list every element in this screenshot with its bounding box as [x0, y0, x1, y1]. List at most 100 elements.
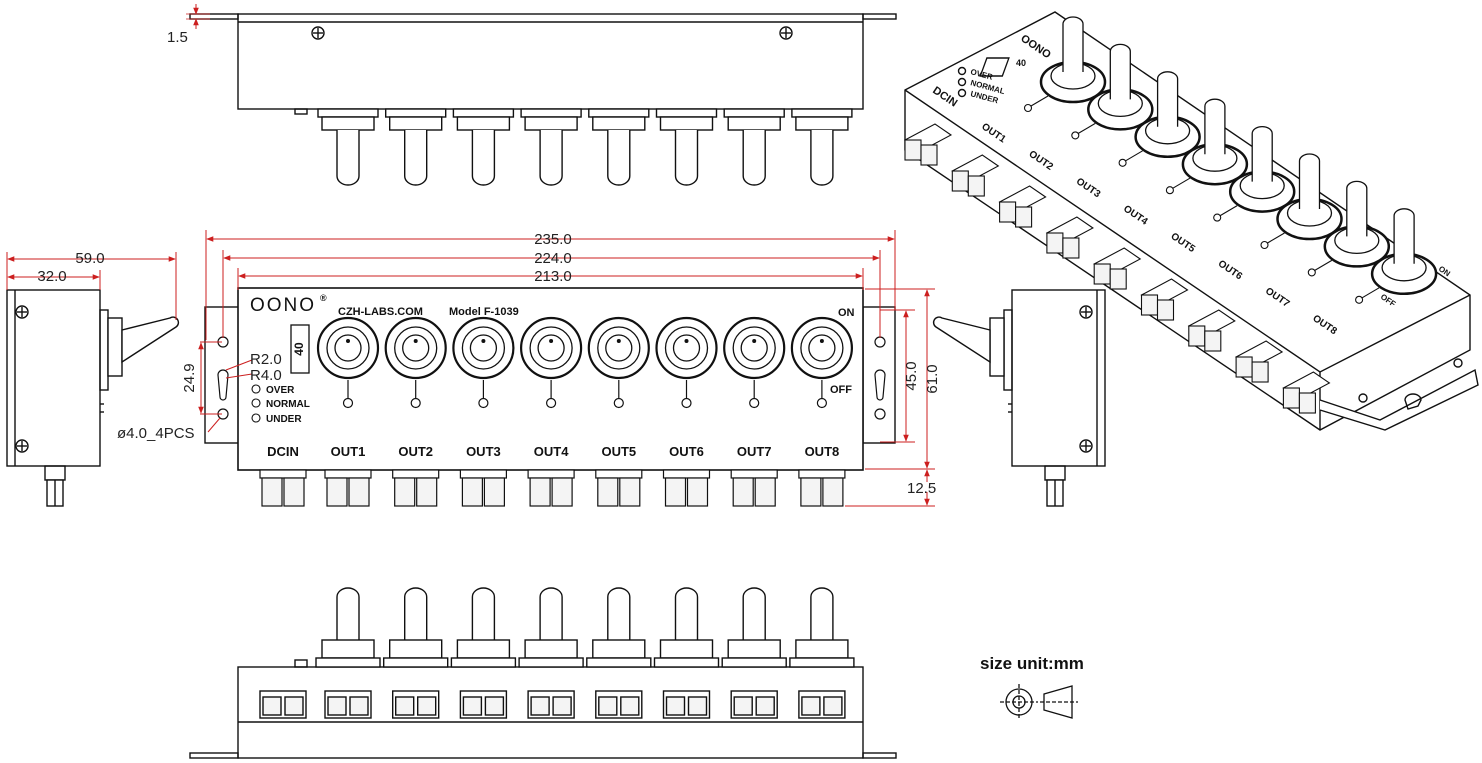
side-toggle-lever — [121, 316, 180, 364]
iso-toggle-lever-icon — [1109, 43, 1131, 100]
bottom-toggle-switch — [315, 587, 381, 668]
bottom-connector — [259, 690, 307, 719]
output-label: OUT3 — [466, 444, 501, 459]
iso-connector-row — [903, 123, 1331, 414]
connector-pole — [754, 477, 776, 507]
connector-housing — [798, 469, 846, 479]
toggle-boot — [389, 116, 443, 131]
breaker-body — [290, 324, 310, 374]
slot-radius-small-value: R2.0 — [250, 351, 282, 368]
slot-radius-large-value: R4.0 — [250, 367, 282, 384]
led-icon — [251, 413, 261, 423]
switch-lever-icon — [537, 334, 565, 362]
iso-connector-pole — [1282, 387, 1300, 409]
toggle-lever-icon — [742, 587, 766, 640]
connector-housing — [527, 469, 575, 479]
switch-tip — [684, 339, 689, 343]
iso-connector-pole — [967, 175, 985, 197]
anderson-connector — [730, 469, 778, 507]
connector-pole — [416, 477, 438, 507]
iso-connector — [951, 154, 1000, 197]
led-icon — [410, 397, 421, 409]
iso-led-lead — [1361, 287, 1380, 299]
toggle-boot — [321, 116, 375, 131]
connector-row — [259, 469, 846, 507]
toggle-lever-icon — [539, 130, 563, 186]
anderson-connector — [259, 469, 307, 507]
connector-pole — [733, 696, 753, 716]
top-view-body — [237, 13, 864, 110]
iso-connector — [1187, 309, 1236, 352]
toggle-lever-icon — [810, 130, 834, 186]
screw-icon — [15, 439, 29, 453]
screw-icon — [1079, 305, 1093, 319]
iso-connector-pole — [1109, 268, 1127, 290]
top-toggle-row — [317, 108, 853, 186]
iso-toggle-switch — [1118, 71, 1201, 167]
toggle-nut — [653, 657, 720, 668]
iso-toggle-lever-icon — [1251, 125, 1273, 182]
iso-toggle-switch — [1071, 43, 1154, 140]
toggle-nut — [317, 108, 379, 118]
bottom-toggle-switch — [383, 587, 449, 668]
bottom-view — [189, 587, 897, 759]
toggle-boot — [659, 639, 714, 659]
connector-pole — [349, 696, 369, 716]
connector-protrusion-value: 12.5 — [907, 480, 936, 497]
connector-pole — [327, 696, 347, 716]
toggle-boot — [592, 639, 646, 659]
connector-pole — [732, 477, 754, 507]
iso-led-lead — [1030, 95, 1049, 107]
iso-toggle-lever-icon — [1346, 180, 1368, 237]
switch-tip — [413, 339, 418, 343]
body-length-value: 213.0 — [534, 268, 572, 285]
left-side-dimensions — [6, 252, 177, 320]
website-label: CZH-LABS.COM — [338, 306, 423, 318]
toggle-lever-icon — [471, 587, 496, 640]
iso-led-icon — [1213, 213, 1222, 222]
bottom-connector — [527, 690, 575, 719]
bottom-toggle-switch — [450, 587, 517, 668]
anderson-connector — [798, 469, 846, 507]
iso-connector-pole — [1251, 361, 1269, 383]
first-angle-projection-icon — [1000, 684, 1078, 720]
led-label-over: OVER — [266, 385, 295, 396]
unit-label: size unit:mm — [980, 654, 1084, 673]
bottom-toggle-switch — [518, 587, 584, 668]
led-icon — [342, 397, 354, 409]
iso-connector — [1093, 247, 1142, 290]
overall-length-value: 235.0 — [534, 231, 572, 248]
output-label: OUT4 — [534, 444, 569, 459]
connector-pole — [598, 696, 618, 716]
bottom-connector — [459, 690, 508, 719]
left-side-view — [6, 289, 180, 507]
hole-spacing-value: 224.0 — [534, 250, 572, 267]
screw-icon — [779, 26, 793, 40]
connector-housing — [595, 469, 643, 479]
toggle-nut — [518, 657, 584, 668]
bottom-connector — [798, 690, 846, 719]
bottom-connector — [392, 690, 440, 719]
switch-tip — [549, 339, 554, 343]
switch-tip — [752, 339, 757, 343]
connector-pole — [619, 477, 641, 507]
connector-pole — [686, 477, 709, 507]
iso-led-icon — [1307, 268, 1316, 277]
slot-spacing-value: 24.9 — [181, 363, 198, 392]
switch-lever-icon — [605, 334, 633, 362]
body-width-value: 61.0 — [924, 364, 941, 393]
toggle-nut — [315, 657, 381, 668]
screw-icon — [1079, 439, 1093, 453]
toggle-boot — [321, 639, 375, 659]
top-view — [189, 13, 897, 186]
iso-led-icon — [1118, 158, 1127, 167]
front-flange-left — [204, 306, 240, 444]
toggle-nut — [791, 108, 853, 118]
connector-pole — [326, 477, 348, 507]
iso-toggle-lever-icon — [1393, 208, 1415, 264]
connector-pole — [755, 696, 775, 716]
connector-pole — [394, 477, 416, 507]
connector-housing — [662, 469, 711, 479]
toggle-boot — [659, 116, 714, 131]
